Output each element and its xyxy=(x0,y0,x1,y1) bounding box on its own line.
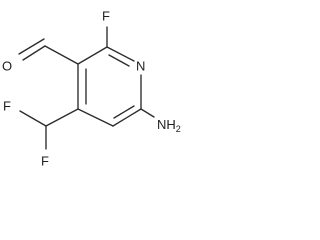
bond-aldehyde-carbon-oxygen-second xyxy=(18,38,45,55)
bond-aldehyde-carbon-oxygen xyxy=(22,45,46,61)
bond-c6-amino xyxy=(140,108,155,118)
bond-chf2-f-left xyxy=(19,110,47,127)
bond-c2-n1 xyxy=(106,46,135,62)
bond-c3-aldehyde-carbon xyxy=(44,45,79,65)
ring-nitrogen-label: N xyxy=(136,58,145,73)
bond-c3-c2 xyxy=(77,46,108,65)
aldehyde-oxygen-label: O xyxy=(2,58,12,73)
bond-c6-c5-inner xyxy=(113,105,135,119)
fluorine-top-label: F xyxy=(102,8,110,23)
chemical-structure-diagram: F N O NH2 F F xyxy=(2,8,181,168)
amino-group-subscript: 2 xyxy=(176,124,181,134)
bond-c6-c5 xyxy=(112,108,142,127)
bond-c5-c4 xyxy=(77,108,114,127)
amino-group-label: NH2 xyxy=(157,117,181,134)
difluoromethyl-f-bottom-label: F xyxy=(41,153,49,168)
bond-c4-difluoromethyl xyxy=(45,108,79,127)
amino-group-prefix: NH xyxy=(157,117,176,132)
bond-c2-n1-inner xyxy=(108,54,130,67)
difluoromethyl-f-left-label: F xyxy=(3,98,11,113)
